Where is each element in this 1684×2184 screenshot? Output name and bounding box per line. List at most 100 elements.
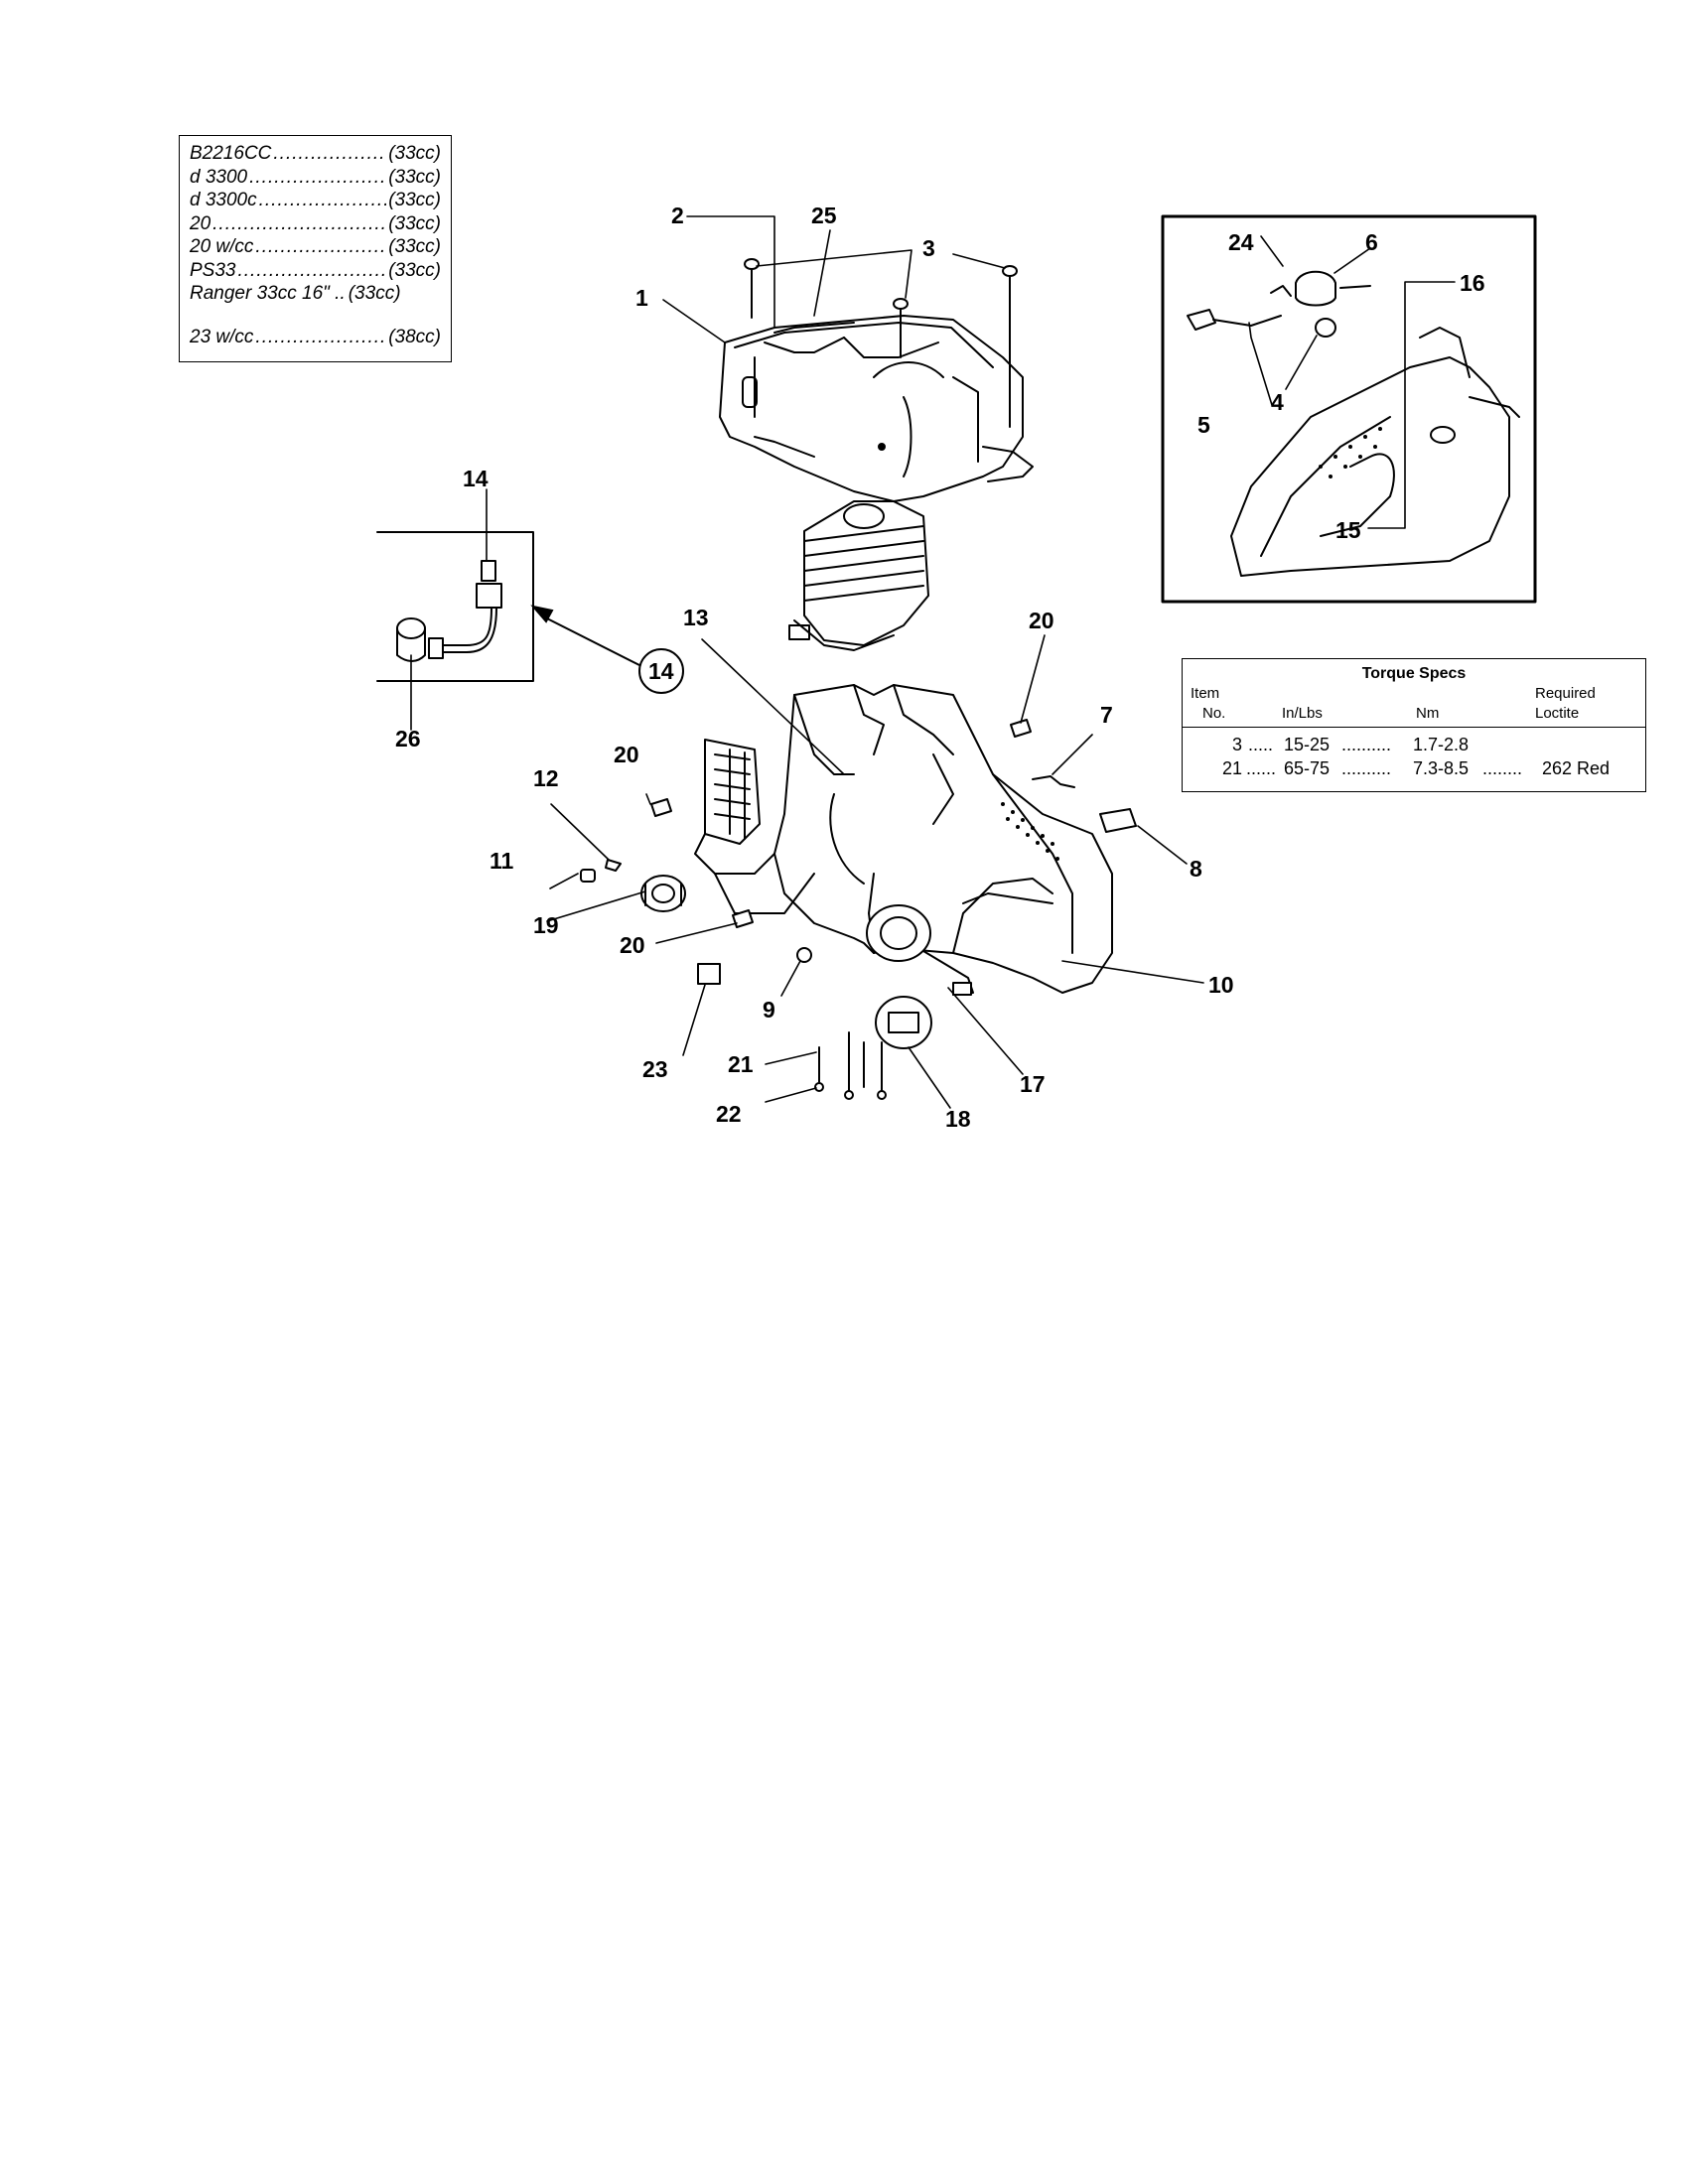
model-displacement: (33cc) [388, 259, 441, 281]
model-row: 20 w/cc (33cc) [190, 235, 441, 259]
callout-5: 5 [1197, 412, 1210, 438]
callout-23: 23 [642, 1056, 668, 1082]
model-displacement: (33cc) [388, 236, 441, 257]
torque-item: 3 [1232, 735, 1243, 754]
model-leader-dots [259, 189, 387, 212]
callout-10: 10 [1208, 972, 1234, 998]
model-displacement: (33cc) [388, 143, 441, 164]
header-item: Item [1191, 685, 1220, 702]
torque-inlbs: 15-25 [1284, 735, 1331, 754]
handle-dots [1001, 802, 1059, 861]
model-name: B2216CC [190, 143, 272, 164]
cover-screws [744, 258, 1018, 428]
callout-13: 13 [683, 605, 709, 630]
model-leader-dots [237, 259, 386, 283]
callout-20-top: 20 [1029, 608, 1054, 633]
callout-20-bottom: 20 [620, 932, 645, 958]
callout-16: 16 [1460, 270, 1485, 296]
leader-lines [410, 215, 1456, 1109]
callout-26: 26 [395, 726, 421, 751]
callout-22: 22 [716, 1101, 742, 1127]
nut-part [796, 947, 812, 963]
callout-8: 8 [1190, 856, 1202, 882]
callout-15: 15 [1335, 517, 1361, 543]
callout-17: 17 [1020, 1071, 1046, 1097]
carburetor-part [694, 739, 815, 914]
switch-part [1099, 808, 1137, 833]
callout-20-left: 20 [614, 742, 639, 767]
model-row: d 3300c (33cc) [190, 189, 441, 212]
callout-25: 25 [811, 203, 837, 228]
torque-loctite: 262 Red [1542, 758, 1611, 778]
model-name: d 3300c [190, 190, 257, 210]
model-displacement: (33cc) [388, 190, 441, 210]
model-name: 23 w/cc [190, 326, 254, 347]
model-displacement: (33cc) [388, 212, 441, 234]
callout-1: 1 [635, 285, 648, 311]
torque-leader-dots: .......... [1341, 735, 1392, 754]
callout-19: 19 [533, 912, 559, 938]
model-leader-dots [255, 235, 386, 259]
cylinder-part [788, 500, 929, 651]
callout-11: 11 [490, 848, 514, 874]
torque-nm: 7.3-8.5 [1413, 758, 1470, 778]
fuel-line-inset [376, 531, 534, 682]
callout-14-inset: 14 [463, 466, 489, 491]
filter-part [640, 875, 686, 912]
callout-24: 24 [1228, 229, 1254, 255]
model-row: 20 (33cc) [190, 212, 441, 236]
header-nm: Nm [1416, 705, 1440, 722]
callout-9: 9 [763, 997, 775, 1023]
model-name: Ranger 33cc 16" .. [190, 283, 346, 304]
model-name: 20 w/cc [190, 236, 254, 257]
callout-6: 6 [1365, 229, 1378, 255]
model-name: 20 [190, 212, 211, 234]
model-row: d 3300 (33cc) [190, 166, 441, 190]
model-row: 23 w/cc (38cc) [190, 326, 441, 349]
crankcase-part [773, 684, 1113, 994]
throttle-inset [1161, 214, 1537, 604]
header-divider [1183, 727, 1645, 728]
model-row: PS33 (33cc) [190, 259, 441, 283]
torque-inlbs: 65-75 [1284, 758, 1331, 778]
model-displacement: (33cc) [388, 166, 441, 188]
tank-cap-parts [866, 904, 974, 1049]
callout-18: 18 [945, 1106, 971, 1132]
torque-leader-dots: ..... [1248, 735, 1274, 754]
model-displacement: (38cc) [388, 326, 441, 347]
torque-item: 21 [1222, 758, 1243, 778]
callout-12: 12 [533, 765, 559, 791]
model-leader-dots [273, 142, 386, 166]
callout-21: 21 [728, 1051, 754, 1077]
torque-nm: 1.7-2.8 [1413, 735, 1470, 754]
callout-2: 2 [671, 203, 684, 228]
top-cover-part [719, 315, 1034, 502]
model-displacement: (33cc) [348, 283, 401, 304]
model-name: PS33 [190, 259, 236, 281]
callout-labels: 1 2 25 3 14 26 13 14 20 7 20 12 11 8 19 … [395, 203, 1485, 1132]
bolts [814, 1031, 887, 1100]
wire-part [1032, 775, 1075, 788]
model-gap [190, 306, 441, 326]
arrow-to-inset [540, 614, 640, 666]
header-no: No. [1202, 705, 1226, 722]
model-row: B2216CC (33cc) [190, 142, 441, 166]
torque-leader-dots: ........ [1482, 758, 1523, 778]
callout-4: 4 [1271, 389, 1284, 415]
block-part [697, 963, 721, 985]
model-applicability-box: B2216CC (33cc) d 3300 (33cc) d 3300c (33… [179, 135, 452, 362]
torque-title: Torque Specs [1361, 665, 1467, 682]
torque-leader-dots: ...... [1246, 758, 1277, 778]
rubber-pads [650, 719, 1032, 928]
callout-7: 7 [1100, 702, 1113, 728]
torque-specs-table: Torque Specs Item No. In/Lbs Nm Required… [1182, 658, 1646, 792]
callout-14-balloon: 14 [648, 658, 674, 684]
throttle-inset-dots [1319, 427, 1382, 478]
model-leader-dots [249, 166, 386, 190]
header-inlbs: In/Lbs [1282, 705, 1323, 722]
model-row: Ranger 33cc 16" .. (33cc) [190, 282, 441, 306]
model-name: d 3300 [190, 166, 248, 188]
model-leader-dots [255, 326, 386, 349]
header-loctite: Loctite [1535, 705, 1580, 722]
